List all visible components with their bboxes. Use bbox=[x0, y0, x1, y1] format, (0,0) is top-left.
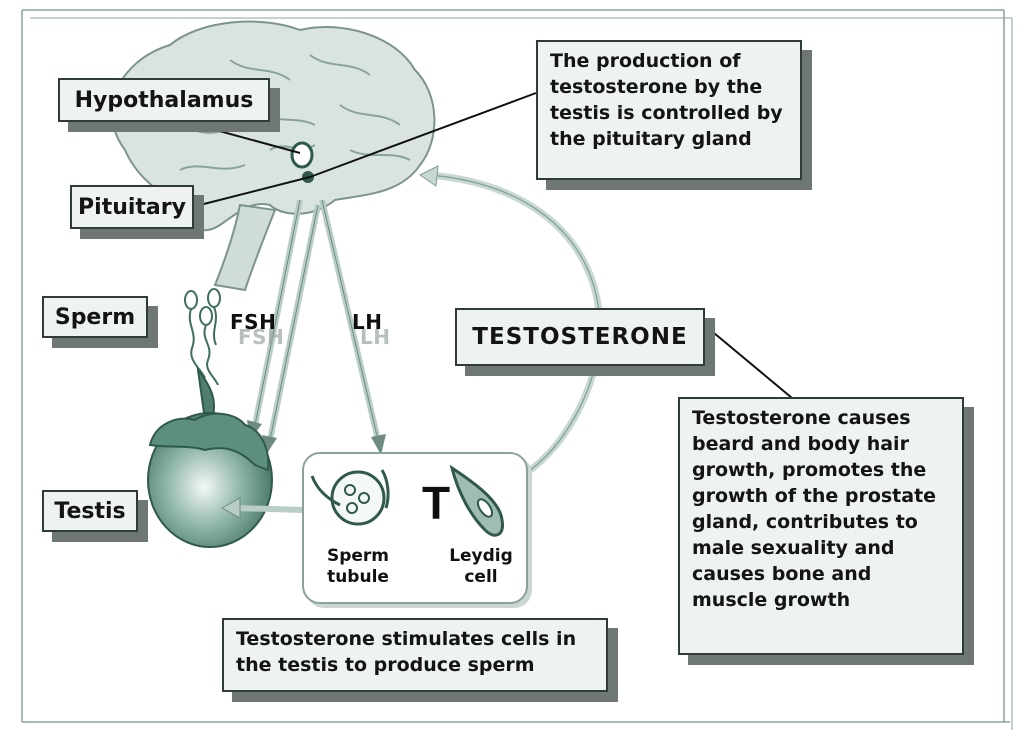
leydig-cell-caption: Leydig cell bbox=[449, 546, 513, 587]
leydig-cell-icon bbox=[449, 464, 505, 537]
hypothalamus-structure bbox=[290, 141, 314, 169]
testosterone-stimulates-note: Testosterone stimulates cells in the tes… bbox=[222, 618, 608, 692]
pituitary-label: Pituitary bbox=[70, 185, 194, 229]
sperm-tubule-icon bbox=[310, 469, 390, 526]
pituitary-leader bbox=[191, 176, 311, 208]
testosterone-effects-note: Testosterone causes beard and body hair … bbox=[678, 397, 964, 655]
lh-label-shadow: LH bbox=[360, 325, 391, 349]
fsh-label-shadow: FSH bbox=[238, 325, 285, 349]
fsh-label: FSH bbox=[230, 310, 277, 334]
t-symbol: T bbox=[422, 477, 451, 529]
sperm-to-testis-arrow bbox=[234, 505, 306, 513]
testis-organ bbox=[147, 412, 273, 548]
testis-label: Testis bbox=[42, 490, 138, 532]
note-leader bbox=[309, 92, 537, 178]
testosterone-leader bbox=[707, 327, 793, 399]
testosterone-label: TESTOSTERONE bbox=[455, 308, 705, 366]
arc-arrowhead-top bbox=[419, 165, 439, 187]
frame bbox=[21, 9, 1013, 730]
sperm-label: Sperm bbox=[42, 296, 148, 338]
sperm-tubule-caption: Sperm tubule bbox=[326, 546, 390, 587]
pituitary-control-note: The production of testosterone by the te… bbox=[536, 40, 802, 180]
sperm-cells bbox=[184, 288, 221, 386]
hypothalamus-label: Hypothalamus bbox=[58, 78, 270, 122]
cell-panel bbox=[302, 452, 528, 604]
lh-label: LH bbox=[352, 310, 383, 334]
hypothalamus-leader bbox=[189, 122, 301, 154]
